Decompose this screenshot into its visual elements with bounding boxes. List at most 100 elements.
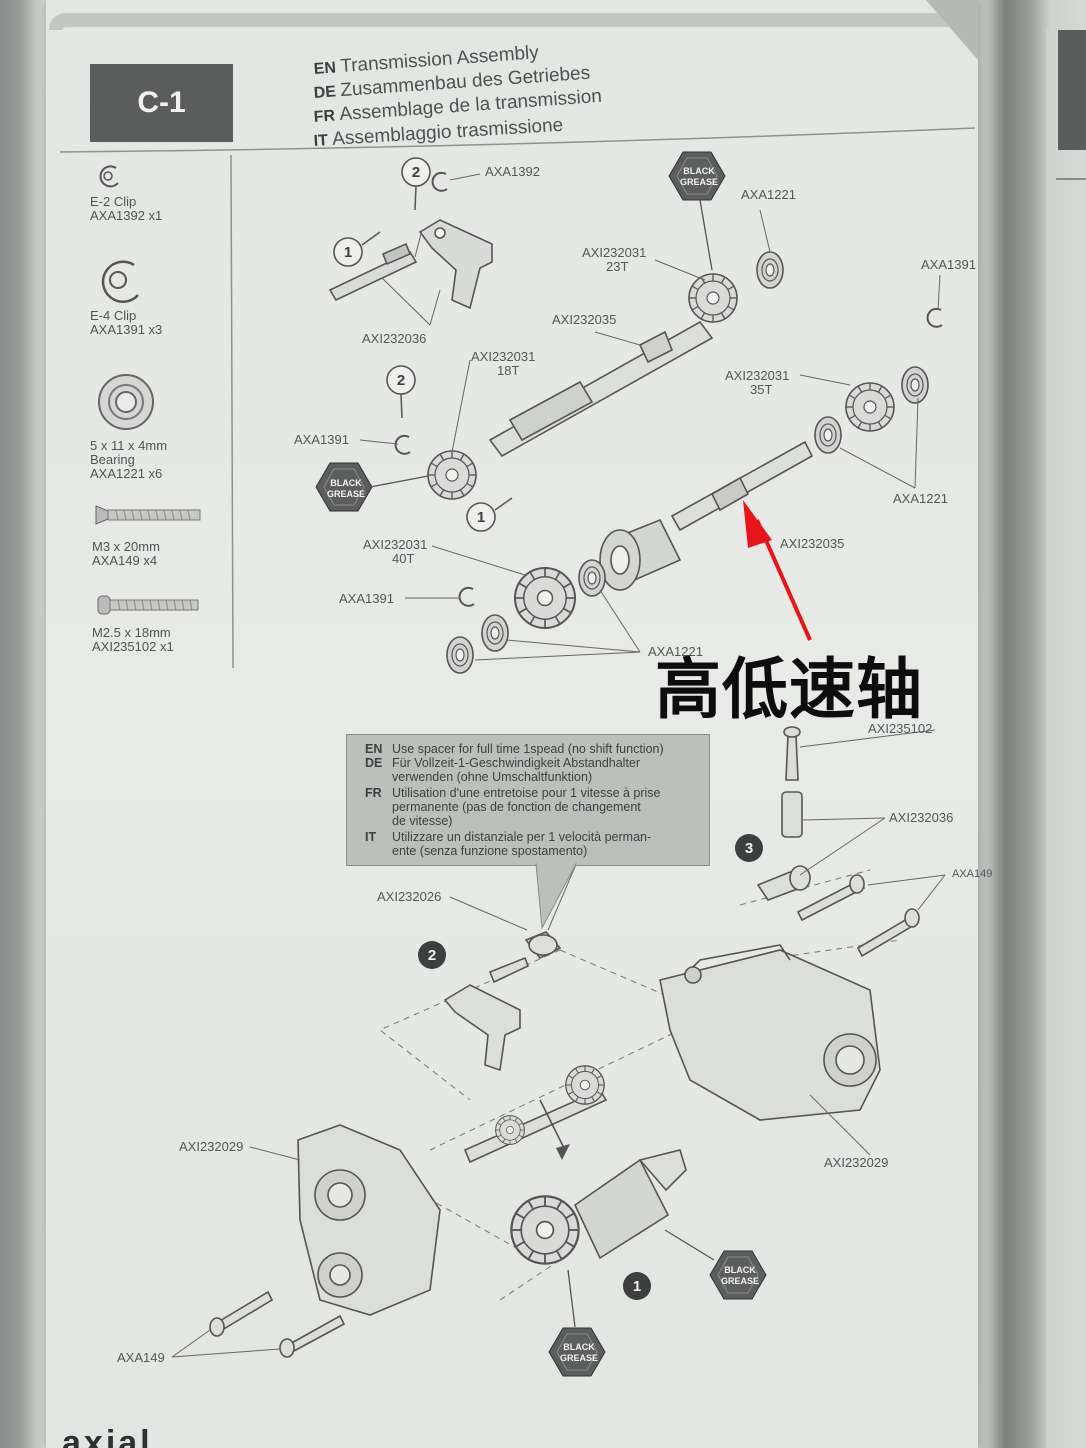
part-bearing-name: Bearing <box>90 452 135 467</box>
shift-fork-top <box>328 219 493 310</box>
num-2-dark: 2 <box>428 947 436 964</box>
lbl-axi232031-23t: AXI232031 <box>582 245 646 260</box>
part-m25-name: M2.5 x 18mm <box>92 625 171 640</box>
hi-low-shaft <box>670 440 814 532</box>
clip-low <box>458 586 475 607</box>
lbl-axi235102: AXI235102 <box>868 721 932 736</box>
grease-badge-lower-right <box>709 1250 767 1300</box>
note-fr-lang: FR <box>365 786 382 800</box>
part-bearing-code: AXA1221 x6 <box>90 466 163 481</box>
lbl-axi232036-b: AXI232036 <box>889 810 953 825</box>
lbl-axa149-left: AXA149 <box>117 1350 165 1365</box>
lbl-35t: 35T <box>750 382 772 397</box>
lbl-axa1221-right: AXA1221 <box>893 491 948 506</box>
lbl-axa1391-left: AXA1391 <box>294 432 349 447</box>
lbl-axi232026: AXI232026 <box>377 889 441 904</box>
red-annotation-arrow <box>743 500 812 641</box>
lbl-23t: 23T <box>606 259 628 274</box>
lbl-axa149-right: AXA149 <box>952 868 992 880</box>
lbl-axa1221-low: AXA1221 <box>648 644 703 659</box>
note-de-line1: Für Vollzeit-1-Geschwindigkeit Abstandha… <box>392 756 641 770</box>
part-e2-code: AXA1392 x1 <box>90 208 163 223</box>
lower-assembly <box>209 726 920 1358</box>
note-en-lang: EN <box>365 742 383 756</box>
grease-left-l1: BLACK <box>330 478 362 488</box>
num-3-dark: 3 <box>745 840 753 857</box>
handwritten-annotation: 高低速轴 <box>655 651 923 728</box>
bearing-top <box>756 251 784 289</box>
gear-18t <box>427 450 477 500</box>
lbl-axi232035-mid: AXI232035 <box>780 536 844 551</box>
slider-clutch <box>599 518 682 591</box>
lbl-18t: 18T <box>497 363 519 378</box>
lbl-axi232031-35t: AXI232031 <box>725 368 789 383</box>
grease-badge-top <box>668 151 726 201</box>
num-1a: 1 <box>344 244 352 261</box>
bearing-right-a <box>901 366 929 404</box>
note-en-line1: Use spacer for full time 1spead (no shif… <box>392 742 664 756</box>
lbl-axa1391-right: AXA1391 <box>921 257 976 272</box>
grease-lr-l2: GREASE <box>721 1276 759 1286</box>
next-page-rule <box>1056 178 1086 180</box>
note-it-lang: IT <box>365 830 377 844</box>
lbl-axi232031-40t: AXI232031 <box>363 537 427 552</box>
e4-clip-icon <box>101 260 139 303</box>
part-e2-name: E-2 Clip <box>90 194 137 209</box>
num-2b: 2 <box>397 372 405 389</box>
bearing-right-b <box>814 416 842 454</box>
grease-lo-l1: BLACK <box>563 1342 595 1352</box>
manual-page <box>46 0 978 1448</box>
lbl-axa1391-low: AXA1391 <box>339 591 394 606</box>
clip-right <box>926 307 943 328</box>
gear-23t <box>688 273 738 323</box>
part-e4-code: AXA1391 x3 <box>90 322 163 337</box>
m25-screw-icon <box>97 595 199 615</box>
grease-lo-l2: GREASE <box>560 1353 598 1363</box>
grease-left-l2: GREASE <box>327 489 365 499</box>
main-shaft <box>488 320 714 458</box>
note-fr-line3: de vitesse) <box>392 814 453 828</box>
grease-lr-l1: BLACK <box>724 1265 756 1275</box>
footer-brand-logo: axial <box>62 1424 153 1448</box>
e2-clip-icon <box>99 165 119 188</box>
note-fr-line1: Utilisation d'une entretoise pour 1 vite… <box>392 786 661 800</box>
spacer-note-box: EN Use spacer for full time 1spead (no s… <box>346 734 710 866</box>
note-fr-line2: permanente (pas de fonction de changemen… <box>392 800 641 814</box>
lbl-axa1392: AXA1392 <box>485 164 540 179</box>
m3-screw-icon <box>95 505 201 525</box>
step-badge: C-1 <box>90 64 233 142</box>
clip-e2 <box>431 171 448 192</box>
lbl-axa1221-top: AXA1221 <box>741 187 796 202</box>
lbl-axi232031-18t: AXI232031 <box>471 349 535 364</box>
part-bearing-size: 5 x 11 x 4mm <box>90 438 168 453</box>
bearing-low-b <box>446 636 474 674</box>
page-corner-stripe <box>49 0 978 60</box>
bearing-low-a <box>481 614 509 652</box>
num-1b: 1 <box>477 509 485 526</box>
grease-top-l2: GREASE <box>680 177 718 187</box>
grease-top-l1: BLACK <box>683 166 715 176</box>
part-m25-code: AXI235102 x1 <box>92 639 174 654</box>
lbl-axi232035-top: AXI232035 <box>552 312 616 327</box>
num-2a: 2 <box>412 164 420 181</box>
note-pointer <box>535 862 577 930</box>
lbl-axi232029-right: AXI232029 <box>824 1155 888 1170</box>
part-m3-code: AXA149 x4 <box>92 553 158 568</box>
gear-35t <box>845 382 895 432</box>
note-it-line1: Utilizzare un distanziale per 1 velocità… <box>392 830 652 844</box>
lbl-axi232036-a: AXI232036 <box>362 331 426 346</box>
bearing-icon <box>98 374 154 430</box>
clip-left <box>394 434 411 455</box>
part-m3-name: M3 x 20mm <box>92 539 160 554</box>
next-page-edge <box>1046 30 1086 1448</box>
lbl-axi232029-left: AXI232029 <box>179 1139 243 1154</box>
gear-40t <box>514 567 576 629</box>
grease-badge-lower <box>548 1327 606 1377</box>
note-it-line2: ente (senza funzione spostamento) <box>392 844 588 858</box>
lbl-40t: 40T <box>392 551 414 566</box>
next-page-dark-tab <box>1058 30 1086 150</box>
part-e4-name: E-4 Clip <box>90 308 137 323</box>
